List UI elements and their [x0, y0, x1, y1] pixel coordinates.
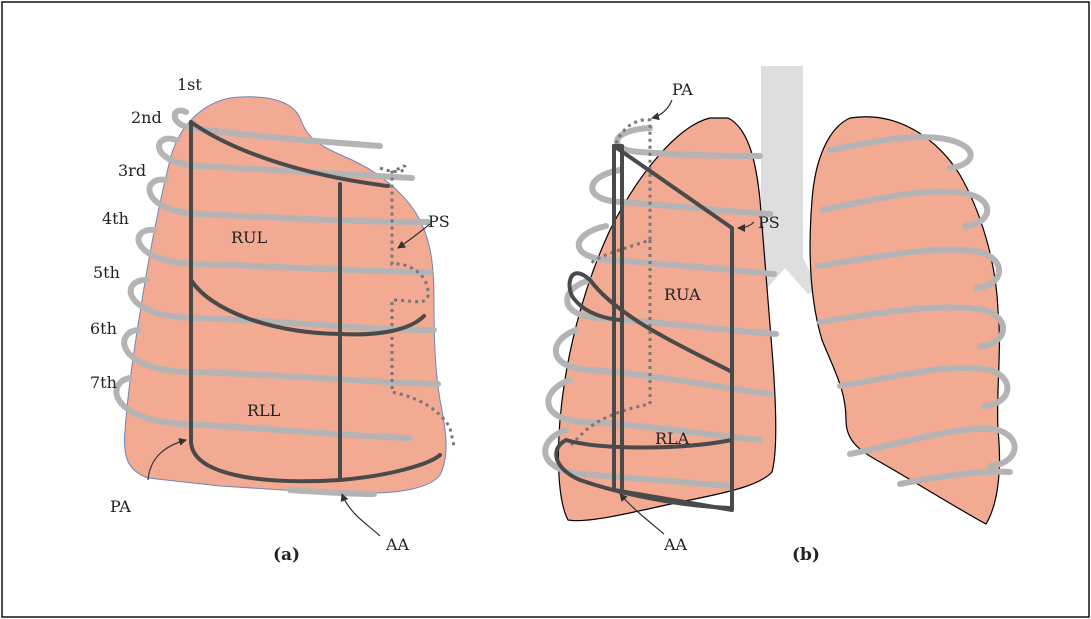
- rib-label-5: 5th: [93, 263, 120, 282]
- caption-b: (b): [792, 545, 820, 565]
- panel-a: 1st 2nd 3rd 4th 5th 6th 7th RUL RLL PA P…: [90, 75, 454, 565]
- pointer-label-aa-a: AA: [385, 535, 410, 554]
- pointer-label-ps-a: PS: [428, 212, 450, 231]
- pointer-label-pa-b: PA: [672, 80, 693, 99]
- region-label-rua: RUA: [664, 285, 701, 304]
- rib-label-7: 7th: [90, 373, 117, 392]
- rib-label-2: 2nd: [131, 108, 162, 127]
- rib-label-3: 3rd: [118, 161, 146, 180]
- panel-b: RUA RLA PA PS AA (b): [545, 66, 1014, 565]
- region-label-rul: RUL: [231, 228, 268, 247]
- rib-label-1: 1st: [177, 75, 202, 94]
- pa-arrow-b: [652, 100, 672, 118]
- rib-label-6: 6th: [90, 319, 117, 338]
- pointer-label-ps-b: PS: [758, 213, 780, 232]
- pointer-label-aa-b: AA: [663, 535, 688, 554]
- caption-a: (a): [273, 545, 300, 565]
- region-label-rll: RLL: [247, 401, 281, 420]
- pointer-label-pa-a: PA: [110, 497, 131, 516]
- region-label-rla: RLA: [655, 429, 690, 448]
- aa-arrow-a: [342, 494, 380, 536]
- right-lung-shape-a: [124, 97, 446, 493]
- rib-label-4: 4th: [102, 209, 129, 228]
